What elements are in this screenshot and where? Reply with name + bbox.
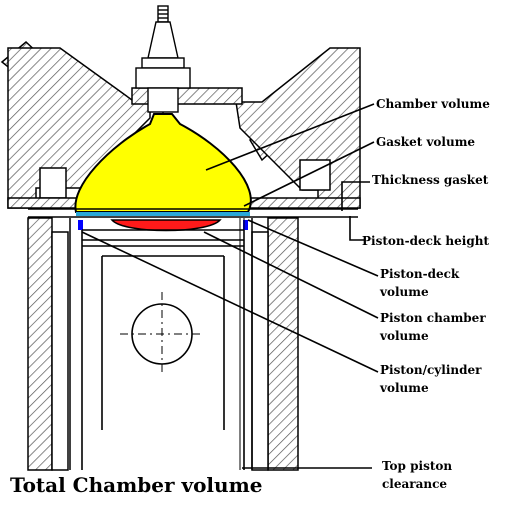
- coolant-passage-left: [39, 167, 67, 199]
- piston: [81, 229, 245, 470]
- label-piston-chamber-volume-line2: volume: [379, 329, 429, 343]
- label-thickness-gasket: Thickness gasket: [372, 173, 489, 187]
- label-piston-chamber-volume-line1: Piston chamber: [380, 311, 486, 325]
- diagram-title: Total Chamber volume: [10, 473, 262, 497]
- cylinder-block: [27, 217, 299, 471]
- deck-lines: [28, 208, 358, 218]
- label-piston-cylinder-volume-line1: Piston/cylinder: [380, 363, 482, 377]
- label-top-piston-clearance-line1: Top piston: [382, 459, 452, 473]
- cylinder-wall-left: [27, 217, 53, 471]
- clearance-lines: [239, 218, 245, 470]
- coolant-passage-right: [299, 159, 331, 191]
- spark-plug: [135, 5, 191, 122]
- leader-piston-chamber-volume: [203, 231, 379, 319]
- label-piston-deck-volume-line2: volume: [379, 285, 429, 299]
- leader-piston-deck-volume: [247, 219, 379, 277]
- label-piston-cylinder-volume-line2: volume: [379, 381, 429, 395]
- label-chamber-volume: Chamber volume: [376, 97, 490, 111]
- coolant-jacket-right: [251, 231, 269, 471]
- leader-piston-cylinder-volume: [81, 231, 379, 373]
- piston-cylinder-volume-right: [243, 220, 248, 230]
- leader-gasket-volume: [243, 141, 375, 207]
- label-top-piston-clearance-line2: clearance: [382, 477, 447, 491]
- label-piston-deck-volume-line1: Piston-deck: [380, 267, 460, 281]
- label-piston-deck-height: Piston-deck height: [362, 234, 489, 248]
- label-gasket-volume: Gasket volume: [376, 135, 475, 149]
- cylinder-wall-right: [267, 217, 299, 471]
- coolant-jacket-left: [51, 231, 69, 471]
- piston-cylinder-volume-left: [78, 220, 83, 230]
- leader-lines: [81, 103, 379, 469]
- leader-chamber-volume: [205, 103, 375, 171]
- leader-piston-deck-height: [349, 216, 364, 241]
- leader-thickness-gasket: [341, 181, 370, 211]
- piston-chamber-volume-area: [110, 219, 222, 232]
